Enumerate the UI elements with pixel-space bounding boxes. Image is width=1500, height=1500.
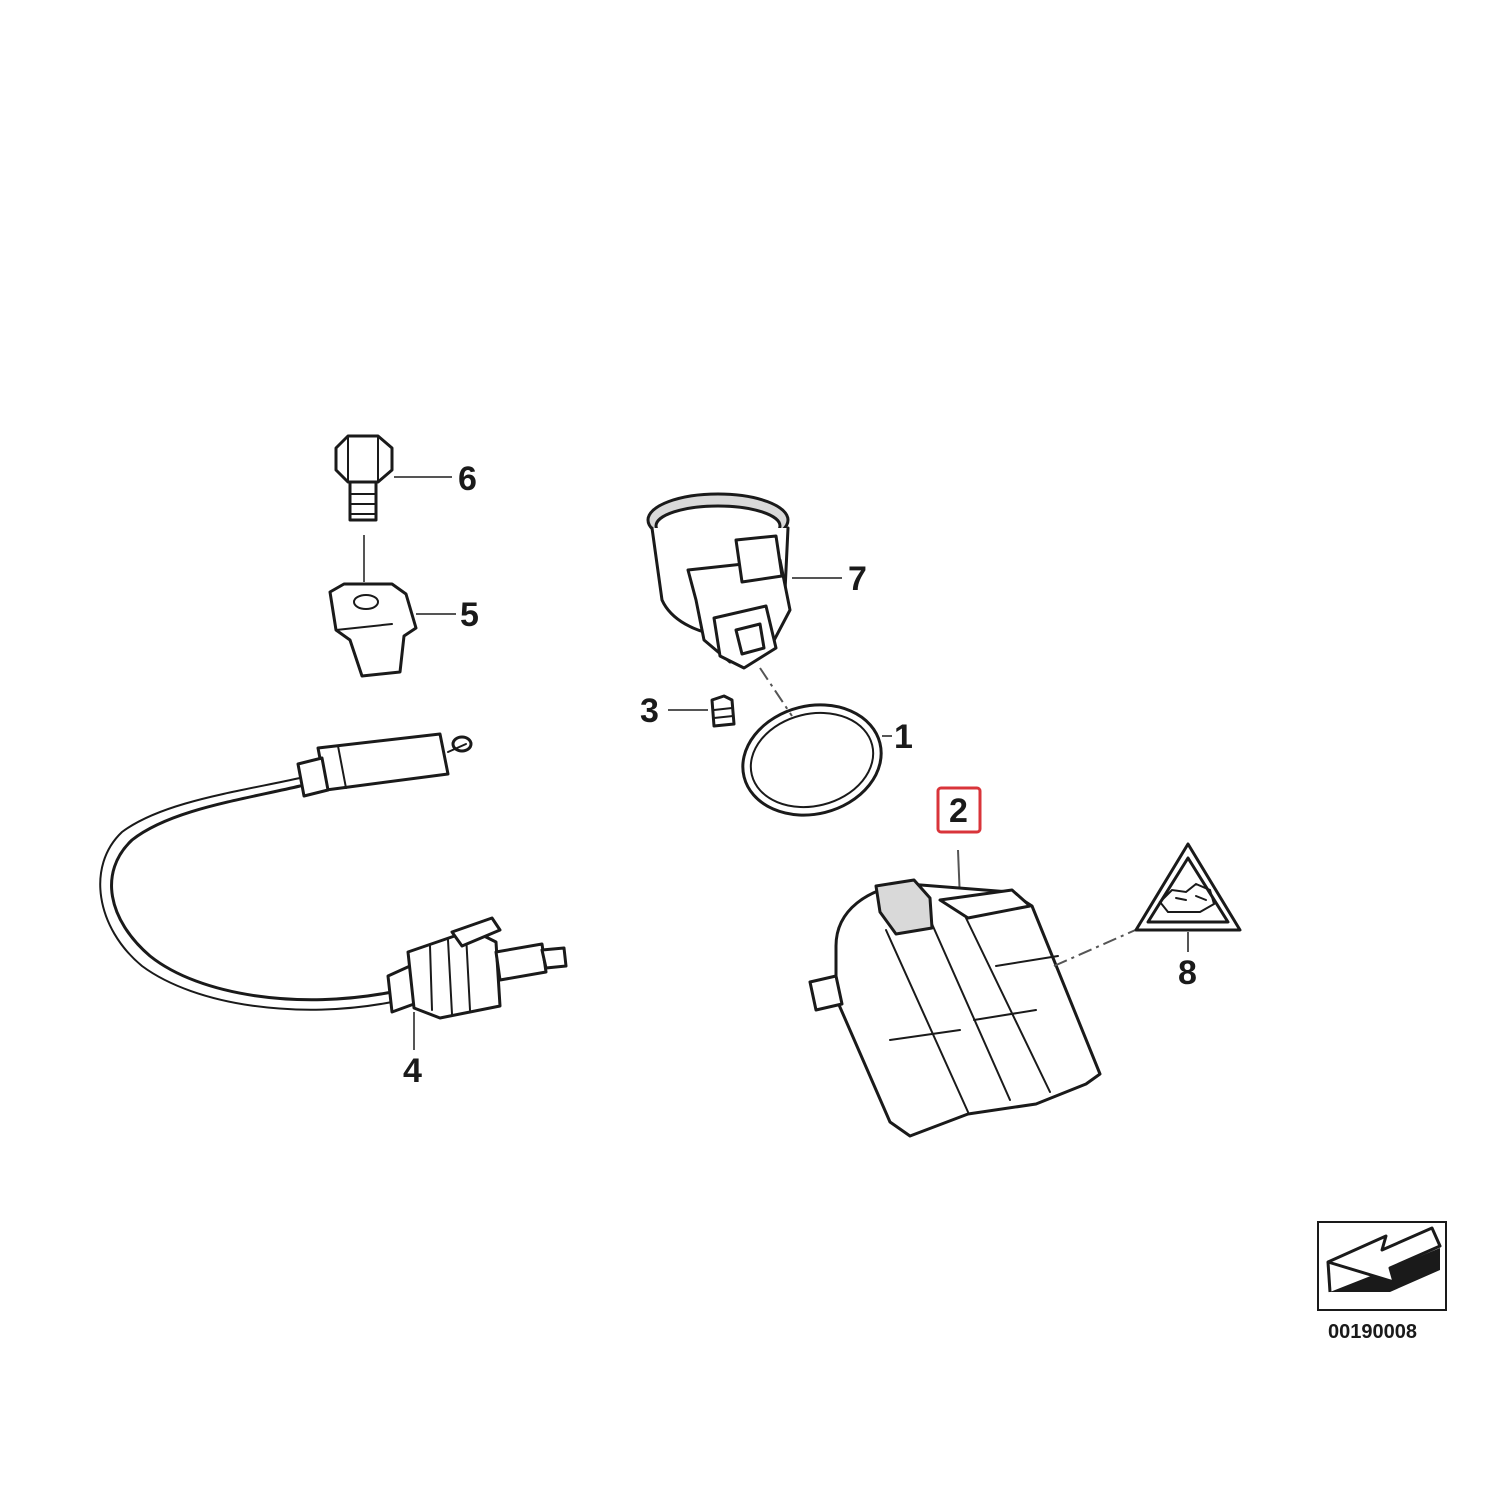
view-direction-arrow-icon <box>1317 1221 1447 1311</box>
hazard-warning-triangle-icon <box>1158 882 1216 913</box>
callout-2: 2 <box>949 792 968 830</box>
callout-7: 7 <box>848 560 867 598</box>
axis-2-8 <box>1053 927 1141 967</box>
callout-3: 3 <box>640 692 659 730</box>
part-1-o-ring <box>741 703 883 817</box>
callout-8: 8 <box>1178 954 1197 992</box>
part-3-screw <box>710 694 736 728</box>
part-4-cable-connector <box>99 732 568 1020</box>
part-2-actuator <box>808 878 1102 1138</box>
part-8-warning-label <box>1134 842 1242 932</box>
part-6-bolt <box>334 434 394 522</box>
part-7-housing <box>646 492 792 670</box>
callout-6: 6 <box>458 460 477 498</box>
highlight-box-part-2 <box>936 786 982 834</box>
callout-4: 4 <box>403 1052 422 1090</box>
axis-7-1 <box>759 667 793 717</box>
callout-1: 1 <box>894 718 913 756</box>
callout-5: 5 <box>460 596 479 634</box>
diagram-code: 00190008 <box>1328 1321 1417 1343</box>
part-5-clip <box>328 582 418 678</box>
